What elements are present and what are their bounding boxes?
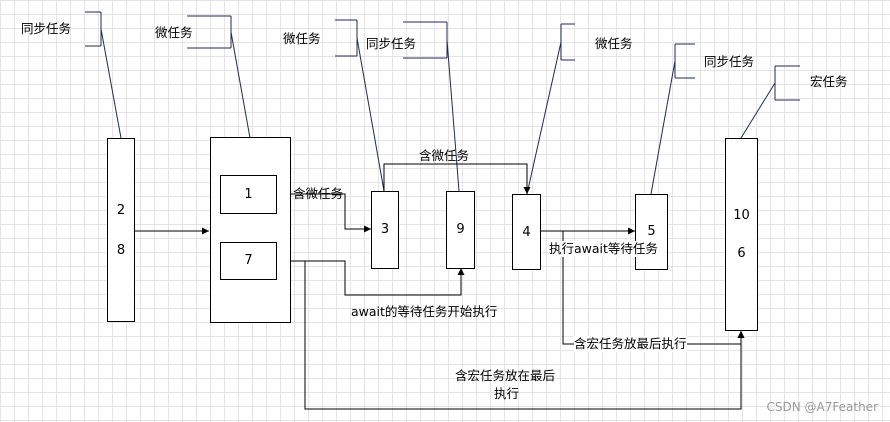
- callout-bracket-micro3: [560, 23, 575, 61]
- edge-label-contains-micro-2: 含微任务: [419, 148, 470, 163]
- callout-label-sync2: 同步任务: [366, 36, 417, 51]
- box-9: 9: [446, 191, 475, 269]
- box-group-1-7: [210, 137, 291, 323]
- box-7: 7: [220, 242, 277, 280]
- leader-micro3: [526, 41, 562, 195]
- callout-label-sync3: 同步任务: [704, 54, 755, 69]
- arrow-3-to-4: [383, 163, 531, 194]
- box-3: 3: [371, 191, 399, 269]
- callout-label-micro3: 微任务: [595, 36, 633, 51]
- box-7-label: 7: [244, 253, 253, 268]
- box-5-label: 5: [647, 224, 656, 239]
- edge-label-contains-micro-1: 含微任务: [293, 186, 344, 201]
- leader-macro1: [740, 82, 776, 139]
- box-5: 5: [635, 194, 668, 270]
- box-10-6-top-label: 10: [733, 208, 750, 223]
- callout-bracket-macro1: [774, 65, 800, 101]
- box-2-8-bottom-label: 8: [116, 243, 126, 258]
- callout-bracket-sync3: [674, 43, 695, 79]
- box-1-label: 1: [244, 187, 253, 202]
- edge-label-macro-last-1: 含宏任务放最后执行: [574, 336, 687, 352]
- box-2-8: 2 8: [107, 138, 135, 322]
- leader-micro1: [230, 31, 251, 139]
- box-10-6: 10 6: [725, 138, 758, 331]
- box-2-8-top-label: 2: [116, 203, 126, 218]
- callout-bracket-micro1: [187, 15, 232, 49]
- box-1: 1: [220, 175, 277, 214]
- leader-sync3: [650, 60, 676, 195]
- edge-label-exec-await: 执行await等待任务: [549, 241, 658, 257]
- arrow-7-to-9: [277, 260, 465, 296]
- watermark: CSDN @A7Feather: [766, 400, 878, 414]
- callout-label-sync1: 同步任务: [21, 21, 72, 36]
- edge-label-macro-last-2b: 执行: [494, 386, 520, 401]
- callout-bracket-micro2: [335, 19, 358, 57]
- arrow-1-to-3: [277, 193, 371, 233]
- leader-sync1: [100, 28, 122, 139]
- arrow-7-to-106: [277, 260, 745, 410]
- edge-label-await-start: await的等待任务开始执行: [351, 304, 498, 319]
- box-10-6-bottom-label: 6: [737, 246, 746, 261]
- leader-sync2: [446, 39, 460, 192]
- callout-bracket-sync1: [85, 11, 102, 47]
- callout-label-micro1: 微任务: [155, 25, 193, 40]
- edge-label-macro-last-2a: 含宏任务放在最后: [455, 368, 556, 383]
- leader-micro2: [356, 37, 385, 192]
- box-9-label: 9: [456, 222, 465, 237]
- callout-label-micro2: 微任务: [283, 31, 321, 46]
- box-4-label: 4: [522, 225, 531, 240]
- callout-label-macro1: 宏任务: [810, 74, 848, 89]
- box-3-label: 3: [380, 222, 390, 237]
- box-4: 4: [512, 194, 541, 270]
